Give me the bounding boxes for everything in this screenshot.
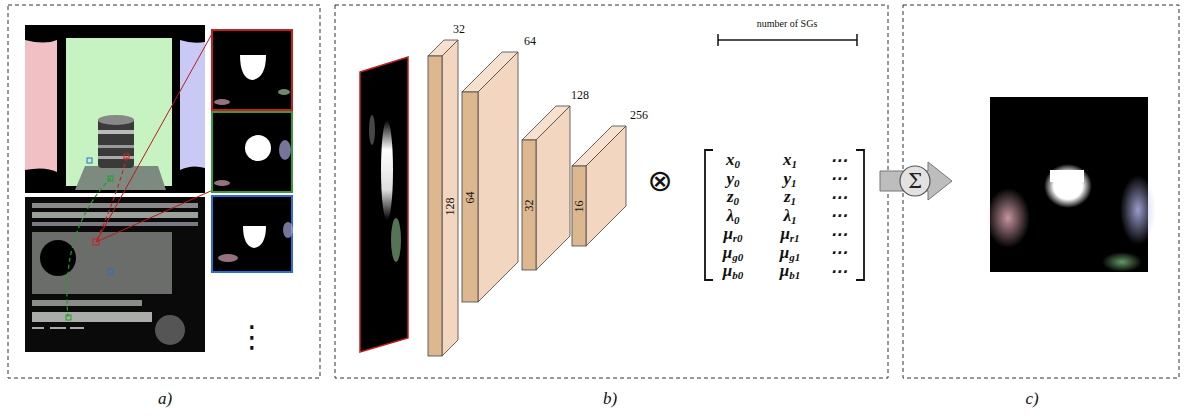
matrix-cell: ⋯ — [830, 187, 847, 208]
matrix-cell: μb0 — [723, 261, 743, 281]
panel-caption: b) — [603, 389, 617, 409]
conv-layer: 12832 — [522, 106, 570, 270]
sum-symbol: Σ — [908, 169, 922, 193]
continuation-dots: ⋮ — [237, 319, 267, 354]
panel-caption: a) — [158, 389, 172, 409]
spatial-size: 128 — [443, 197, 458, 215]
matrix-cell: λ0 — [726, 206, 739, 226]
matrix-cell: ⋯ — [830, 205, 847, 226]
layer-block — [572, 126, 626, 246]
conv-layer: 32128 — [428, 40, 458, 356]
matrix-brackets — [705, 150, 864, 280]
matrix-cell: λ1 — [783, 206, 796, 226]
matrix-cell: z1 — [784, 187, 796, 207]
matrix-cell: μr0 — [723, 224, 742, 244]
zoom-leaders — [96, 32, 213, 242]
spatial-size: 64 — [463, 191, 478, 203]
matrix-cell: ⋯ — [830, 150, 847, 171]
input-strip — [360, 57, 408, 352]
matrix-cell: y0 — [726, 169, 739, 189]
matrix-cell: ⋯ — [830, 224, 847, 245]
matrix-cell: ⋯ — [830, 168, 847, 189]
output-render — [986, 97, 1156, 272]
matrix-cell: μr1 — [780, 224, 799, 244]
count-bracket — [718, 34, 857, 46]
conv-layer: 25616 — [572, 126, 626, 246]
matrix-cell: μg1 — [780, 243, 800, 263]
sum-circle: Σ — [899, 165, 931, 197]
panel-caption: c) — [1025, 389, 1038, 409]
conv-layer: 6464 — [462, 52, 518, 302]
zoom-views — [212, 30, 293, 272]
matrix-cell: ⋯ — [830, 242, 847, 263]
bracket-label: number of SGs — [756, 18, 818, 29]
matrix-cell: z0 — [727, 187, 739, 207]
scene-render — [25, 25, 205, 195]
sum-arrow — [880, 162, 952, 200]
matrix-cell: y1 — [783, 169, 796, 189]
texture-map — [25, 197, 205, 352]
spatial-size: 16 — [572, 200, 587, 212]
matrix-cell: ⋯ — [830, 261, 847, 282]
channel-count: 256 — [630, 108, 648, 123]
channel-count: 64 — [524, 34, 536, 49]
matrix-cell: x0 — [726, 150, 740, 170]
matrix-cell: μg0 — [723, 243, 743, 263]
layer-block — [462, 52, 518, 302]
channel-count: 32 — [453, 22, 465, 37]
channel-count: 128 — [571, 88, 589, 103]
product-symbol: ⊗ — [647, 163, 672, 198]
trace-paths — [67, 157, 127, 317]
layer-block — [522, 106, 570, 270]
matrix-cell: x1 — [783, 150, 797, 170]
spatial-size: 32 — [522, 199, 537, 211]
matrix-cell: μb1 — [780, 261, 800, 281]
panel-frames — [8, 5, 1179, 378]
